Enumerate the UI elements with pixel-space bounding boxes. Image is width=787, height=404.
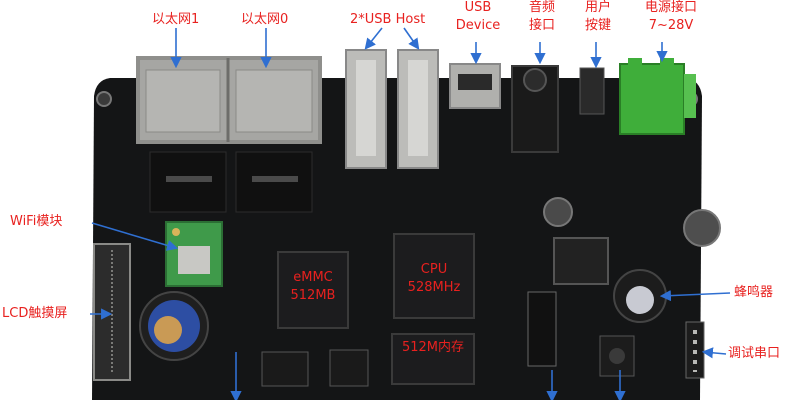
label-user-key: 用户 按键: [580, 0, 616, 34]
cpu-chip: [393, 233, 475, 319]
emmc-chip-line2: 512MB: [290, 288, 336, 303]
coin-battery-icon: [139, 291, 209, 361]
label-usb-device-line2: Device: [455, 18, 501, 33]
usb-port-icon: [345, 49, 439, 169]
arrow-debug: [701, 347, 727, 359]
ethernet-jack-icon: [136, 56, 322, 144]
label-ethernet-1: 以太网1: [152, 12, 200, 27]
power-terminal-icon: [619, 58, 696, 135]
lcd-connector-icon: [93, 243, 131, 381]
user-button-icon: [579, 67, 605, 115]
label-power-interface: 电源接口 7~28V: [636, 0, 706, 34]
emmc-chip-line1: eMMC: [293, 270, 333, 285]
wifi-module-icon: [165, 221, 223, 287]
label-audio-interface: 音频 接口: [524, 0, 560, 34]
arrow-usb-host-right: [403, 27, 420, 50]
label-user-key-line1: 用户: [584, 0, 611, 15]
label-usb-device-line1: USB: [464, 0, 492, 15]
emmc-chip-label: eMMC 512MB: [282, 270, 344, 304]
cpu-chip-line1: CPU: [420, 262, 448, 277]
label-lcd-touchscreen: LCD触摸屏: [2, 306, 68, 321]
label-usb-device: USB Device: [452, 0, 504, 34]
ram-chip-label: 512M内存: [401, 340, 465, 355]
arrow-buzzer: [659, 290, 731, 302]
cpu-chip-label: CPU 528MHz: [398, 262, 470, 296]
debug-header-icon: [685, 321, 705, 379]
label-audio-line1: 音频: [528, 0, 555, 15]
usb-device-port-icon: [449, 63, 501, 109]
arrow-wifi: [91, 222, 179, 251]
emmc-chip: [277, 251, 349, 329]
label-ethernet-0: 以太网0: [241, 12, 289, 27]
buzzer-icon: [613, 269, 667, 323]
label-debug-serial: 调试串口: [728, 346, 781, 361]
audio-jack-icon: [511, 65, 559, 153]
annotation-arrows: [90, 27, 731, 403]
cpu-chip-line2: 528MHz: [407, 280, 461, 295]
ethernet-transformer-icon: [149, 151, 313, 213]
label-usb-host: 2*USB Host: [350, 12, 426, 27]
label-wifi-module: WiFi模块: [10, 214, 63, 229]
label-power-line2: 7~28V: [648, 18, 694, 33]
label-buzzer: 蜂鸣器: [734, 285, 774, 300]
ram-chip: [391, 333, 475, 385]
label-audio-line2: 接口: [528, 18, 555, 33]
label-power-line1: 电源接口: [644, 0, 697, 15]
label-user-key-line2: 按键: [584, 18, 611, 33]
arrow-usb-host-left: [364, 27, 383, 50]
